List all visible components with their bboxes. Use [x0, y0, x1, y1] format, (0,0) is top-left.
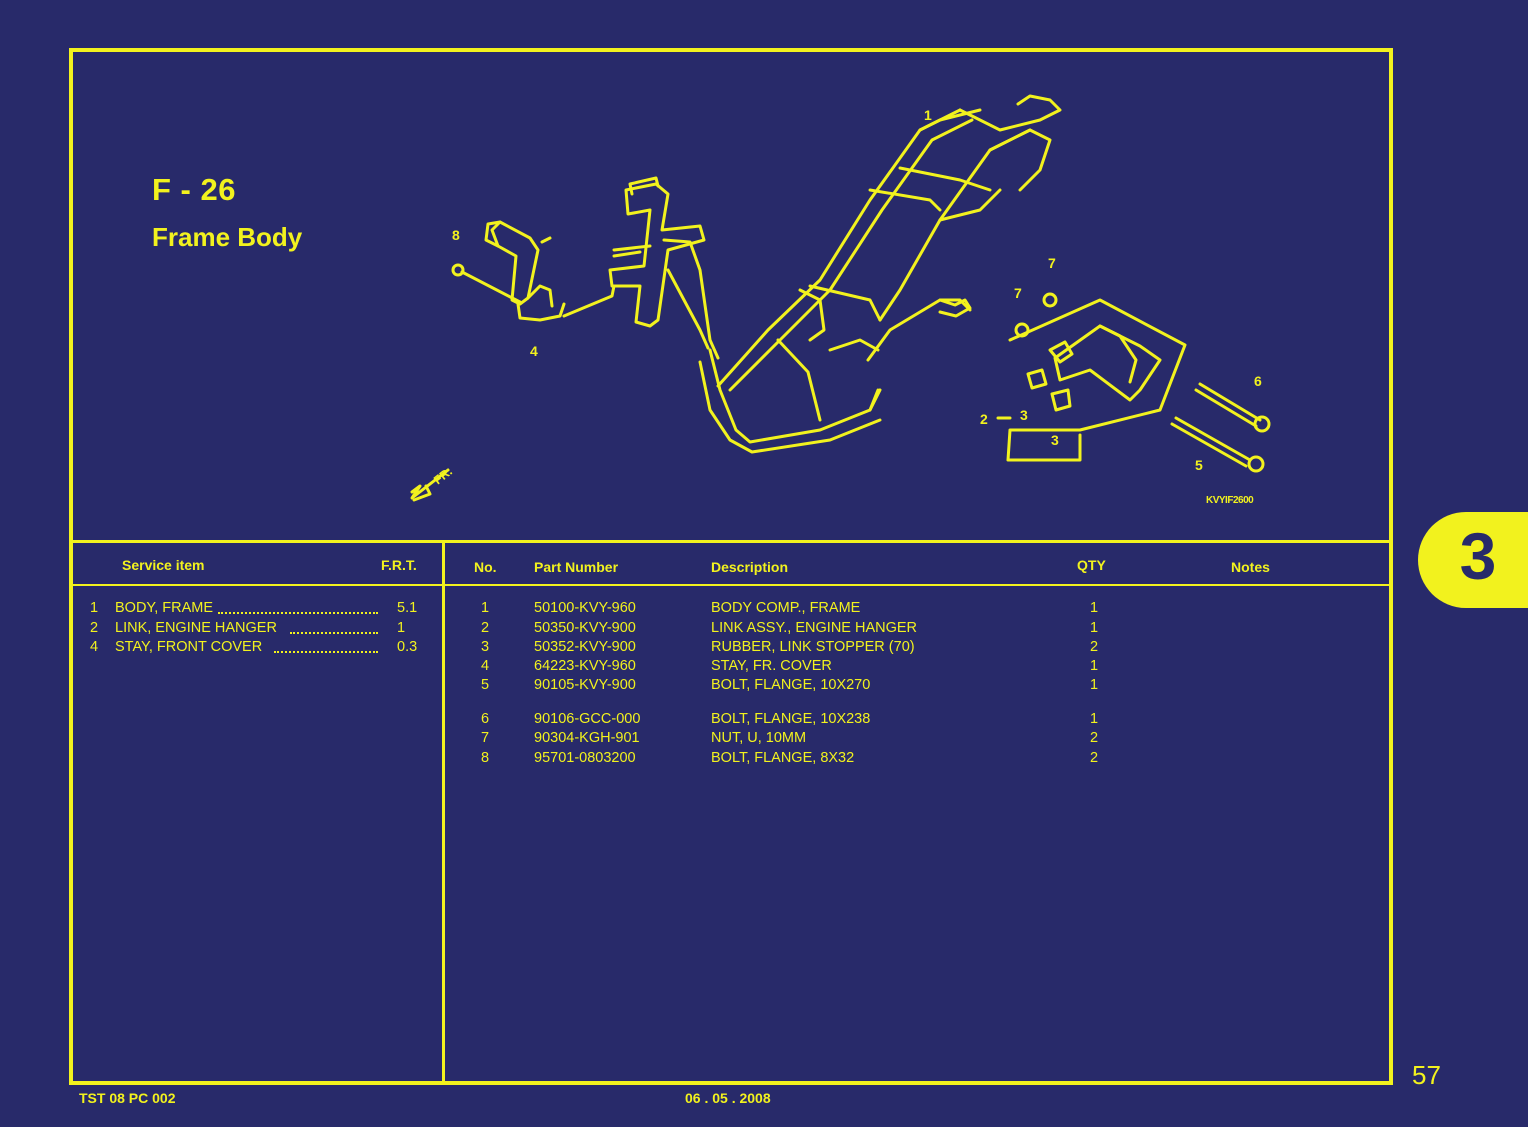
part-row-number: 50352-KVY-900: [534, 639, 636, 655]
document-code: TST 08 PC 002: [79, 1090, 176, 1106]
callout-8: 8: [452, 227, 460, 243]
qty-header: QTY: [1077, 557, 1106, 573]
diagram-code: KVYIF2600: [1206, 495, 1254, 506]
part-number-header: Part Number: [534, 559, 619, 575]
head-pipe-drawing: [562, 176, 720, 360]
service-row-name: LINK, ENGINE HANGER: [115, 620, 277, 636]
part-row-qty: 1: [1090, 600, 1099, 616]
dot-leader: [274, 651, 378, 653]
notes-header: Notes: [1231, 559, 1270, 575]
engine-hanger-drawing: [996, 292, 1271, 473]
part-row-qty: 2: [1090, 639, 1099, 655]
part-row-description: NUT, U, 10MM: [711, 730, 807, 746]
section-tab: [1418, 512, 1528, 608]
page-code: F - 26: [152, 172, 236, 207]
service-row-no: 2: [90, 620, 99, 636]
page-title: Frame Body: [152, 222, 303, 252]
diagram-divider: [71, 540, 1391, 543]
callout-3b: 3: [1051, 432, 1059, 448]
callout-6: 6: [1254, 373, 1262, 389]
front-stay-drawing: [451, 220, 566, 322]
header-divider: [71, 584, 1391, 586]
part-row-number: 64223-KVY-960: [534, 658, 636, 674]
dot-leader: [218, 612, 378, 614]
part-row-description: BOLT, FLANGE, 8X32: [711, 750, 855, 766]
callout-4: 4: [530, 343, 538, 359]
part-row-number: 90106-GCC-000: [534, 711, 641, 727]
service-item-header: Service item: [122, 557, 205, 573]
part-row-number: 50100-KVY-960: [534, 600, 636, 616]
part-row-no: 7: [481, 730, 490, 746]
part-row-description: BOLT, FLANGE, 10X238: [711, 711, 871, 727]
part-row-description: BODY COMP., FRAME: [711, 600, 861, 616]
service-row-frt: 1: [397, 620, 406, 636]
part-row-no: 5: [481, 677, 490, 693]
service-row-frt: 5.1: [397, 600, 418, 616]
part-row-no: 2: [481, 620, 490, 636]
part-row-number: 90105-KVY-900: [534, 677, 636, 693]
part-row-no: 6: [481, 711, 490, 727]
part-row-description: RUBBER, LINK STOPPER (70): [711, 639, 915, 655]
frt-header: F.R.T.: [381, 557, 417, 573]
callout-2: 2: [980, 411, 988, 427]
part-row-description: STAY, FR. COVER: [711, 658, 832, 674]
callout-5: 5: [1195, 457, 1203, 473]
service-row-no: 1: [90, 600, 99, 616]
callout-3a: 3: [1020, 407, 1028, 423]
part-row-number: 50350-KVY-900: [534, 620, 636, 636]
section-tab-number: 3: [1459, 519, 1497, 593]
part-row-no: 1: [481, 600, 490, 616]
part-row-qty: 1: [1090, 711, 1099, 727]
part-row-description: BOLT, FLANGE, 10X270: [711, 677, 871, 693]
front-direction-arrow: [410, 468, 450, 502]
part-row-no: 3: [481, 639, 490, 655]
part-row-number: 95701-0803200: [534, 750, 636, 766]
direction-label: FR.: [431, 464, 455, 487]
part-row-qty: 1: [1090, 658, 1099, 674]
callout-1: 1: [924, 107, 932, 123]
service-row-name: BODY, FRAME: [115, 600, 214, 616]
no-header: No.: [474, 559, 497, 575]
part-row-qty: 2: [1090, 750, 1099, 766]
part-row-number: 90304-KGH-901: [534, 730, 640, 746]
part-row-no: 8: [481, 750, 490, 766]
column-divider: [442, 542, 445, 1083]
document-date: 06 . 05 . 2008: [685, 1090, 771, 1106]
description-header: Description: [711, 559, 789, 575]
service-row-name: STAY, FRONT COVER: [115, 639, 263, 655]
part-row-description: LINK ASSY., ENGINE HANGER: [711, 620, 918, 636]
frame-body-diagram: 1 2 3 3 4 5 6 7 7 8 FR.: [410, 94, 1271, 502]
service-row-frt: 0.3: [397, 639, 418, 655]
main-frame-drawing: [698, 94, 1062, 454]
part-row-qty: 1: [1090, 620, 1099, 636]
callout-7b: 7: [1014, 285, 1022, 301]
dot-leader: [290, 632, 378, 634]
page-number: 57: [1412, 1060, 1441, 1090]
callout-7a: 7: [1048, 255, 1056, 271]
part-row-qty: 2: [1090, 730, 1099, 746]
part-row-no: 4: [481, 658, 490, 674]
page-frame: [69, 48, 1393, 1085]
service-row-no: 4: [90, 639, 99, 655]
part-row-qty: 1: [1090, 677, 1099, 693]
